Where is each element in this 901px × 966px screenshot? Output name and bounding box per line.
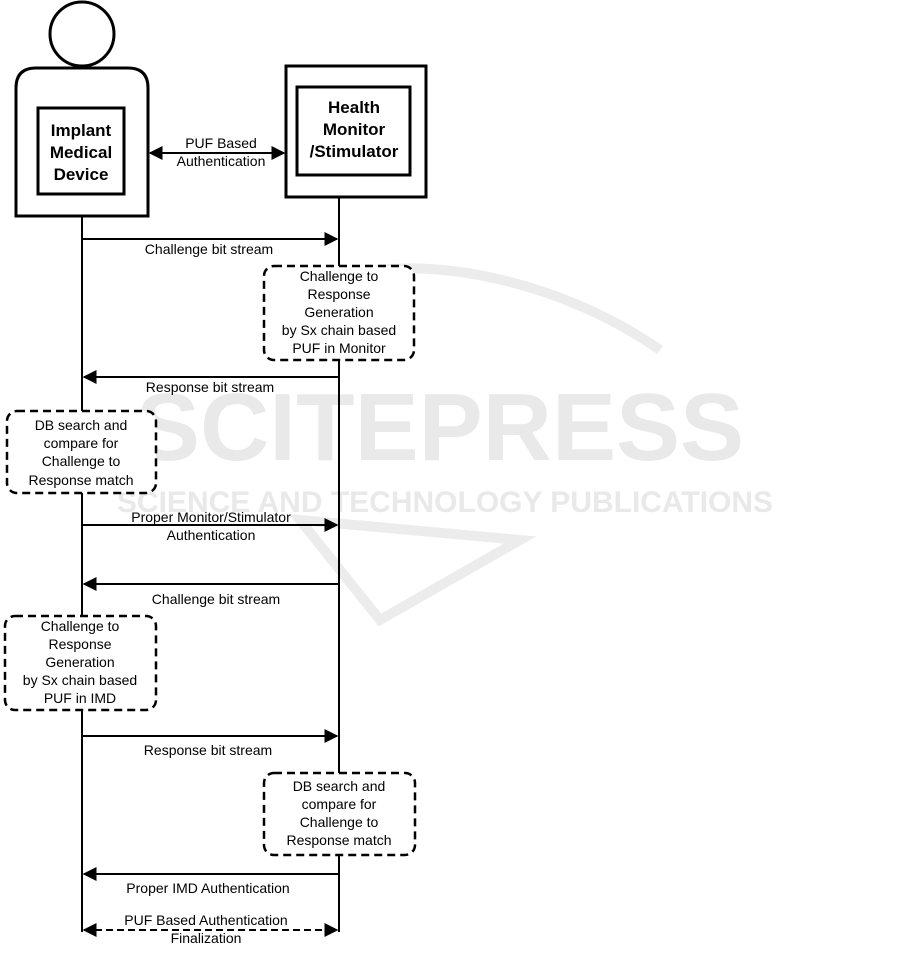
imd-generation-line-3: Generation [45,654,114,670]
imd-db-search-line-4: Response match [28,472,133,488]
monitor-db-search-line-3: Challenge to [300,814,379,830]
monitor-generation-line-5: PUF in Monitor [292,340,386,356]
imd-line-2: Medical [50,143,112,162]
puf-link-line-2: Authentication [177,153,266,169]
watermark-logo [288,513,537,627]
imd-generation-line-2: Response [48,636,111,652]
puf-link-line-1: PUF Based [185,135,257,151]
finalization-line-2: Finalization [171,930,242,946]
imd-generation-line-4: by Sx chain based [23,672,137,688]
imd-generation-line-5: PUF in IMD [44,690,116,706]
finalization-line-1: PUF Based Authentication [124,912,287,928]
monitor-db-search-line-2: compare for [302,796,377,812]
monitor-generation-line-2: Response [307,286,370,302]
monitor-db-search-box: DB search and compare for Challenge to R… [262,771,417,857]
challenge-label-2: Challenge bit stream [152,591,280,607]
monitor-auth-line-1: Proper Monitor/Stimulator [131,509,291,525]
monitor-db-search-line-4: Response match [286,832,391,848]
monitor-line-3: /Stimulator [310,142,399,161]
imd-actor: Implant Medical Device [14,0,150,218]
imd-db-search-line-1: DB search and [35,417,128,433]
imd-box [36,106,126,196]
monitor-line-2: Monitor [323,120,386,139]
person-head-icon [48,0,116,68]
challenge-label-1: Challenge bit stream [145,241,273,257]
watermark: SCITEPRESS SCIENCE AND TECHNOLOGY PUBLIC… [117,263,773,627]
imd-generation-box: Challenge to Response Generation by Sx c… [3,614,158,712]
imd-generation-border [3,614,158,712]
imd-auth-label: Proper IMD Authentication [126,880,289,896]
puf-link: PUF Based Authentication [148,135,286,169]
monitor-db-search-border [262,771,417,857]
imd-db-search-line-3: Challenge to [42,453,121,469]
monitor-actor: Health Monitor /Stimulator [284,64,428,199]
monitor-generation-line-4: by Sx chain based [282,322,396,338]
imd-line-3: Device [54,165,109,184]
monitor-line-1: Health [328,98,380,117]
response-label-2: Response bit stream [144,742,272,758]
imd-db-search-border [5,409,158,495]
monitor-generation-line-3: Generation [304,304,373,320]
monitor-box [295,85,412,177]
imd-generation-line-1: Challenge to [41,618,120,634]
watermark-sub: SCIENCE AND TECHNOLOGY PUBLICATIONS [117,486,773,519]
imd-db-search-line-2: compare for [44,435,119,451]
monitor-generation-box: Challenge to Response Generation by Sx c… [262,264,416,362]
monitor-auth-line-2: Authentication [167,527,256,543]
imd-db-search-box: DB search and compare for Challenge to R… [5,409,158,495]
monitor-generation-line-1: Challenge to [300,268,379,284]
monitor-db-search-line-1: DB search and [293,778,386,794]
response-label-1: Response bit stream [146,379,274,395]
imd-line-1: Implant [51,121,112,140]
monitor-generation-border [262,264,416,362]
watermark-main: SCITEPRESS [136,374,744,481]
